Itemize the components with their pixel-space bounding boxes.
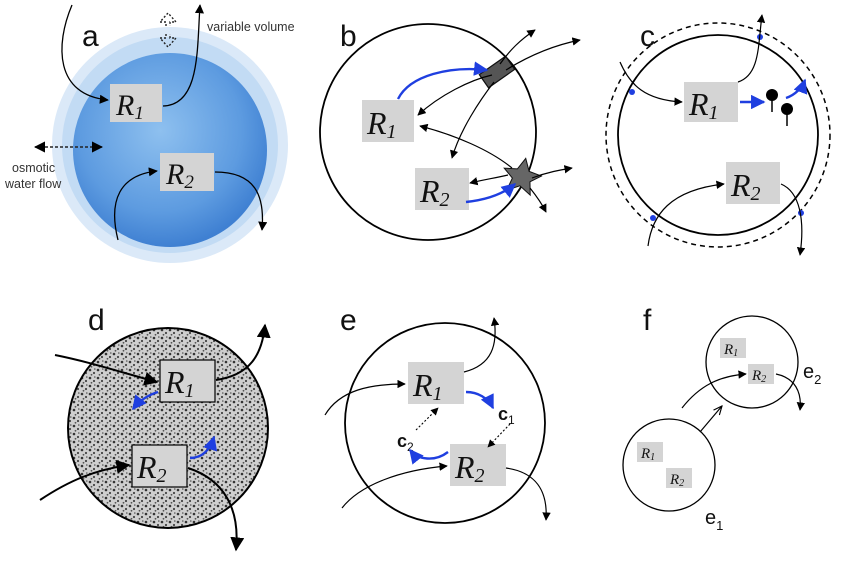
e1-r1-label: R1 — [640, 446, 655, 463]
r1-label: R1 — [164, 364, 195, 402]
osmotic-label-line2: water flow — [4, 177, 62, 191]
c2-label: c2 — [397, 431, 414, 454]
e1-label: e1 — [705, 507, 723, 533]
dotted-arrow-c1-r2 — [487, 423, 511, 448]
osmotic-label-line1: osmotic — [12, 161, 55, 175]
r1-label: R1 — [412, 367, 443, 405]
e2-r2-label: R2 — [751, 368, 766, 385]
input-arrow-e2-r2 — [681, 370, 747, 409]
input-arrow-r2 — [39, 459, 131, 501]
reaction-box-r2 — [131, 444, 188, 488]
cell-e1 — [622, 418, 716, 512]
inner-membrane — [617, 34, 819, 236]
output-arrow-r1 — [737, 14, 766, 83]
panel-d: d R1 R2 — [39, 304, 271, 552]
r2-label: R2 — [136, 449, 167, 487]
input-arrow-r2 — [341, 462, 448, 509]
arrow-transporter-out1 — [499, 29, 536, 65]
variable-volume-label: variable volume — [207, 20, 295, 34]
panel-f: f R1 R2 e2 R1 R2 e1 — [622, 304, 821, 533]
crowded-cell — [67, 327, 269, 529]
reaction-box-r1 — [408, 362, 464, 404]
arrow-channel-r1 — [419, 123, 513, 169]
evolution-arrow — [699, 406, 722, 433]
panel-a-label: a — [82, 20, 99, 53]
cell-membrane — [319, 23, 537, 241]
regulator-icon — [766, 89, 793, 126]
panel-b-label: b — [340, 20, 357, 53]
input-arrow-r1 — [54, 354, 159, 386]
blue-arrow-r1-transporter — [396, 61, 489, 100]
cell-membrane — [344, 322, 546, 524]
panel-f-label: f — [643, 304, 652, 337]
input-arrow-r1 — [324, 379, 406, 416]
output-arrow-r2 — [780, 183, 806, 256]
input-arrow-r2 — [647, 180, 725, 247]
variable-volume-icon — [158, 11, 178, 49]
r2-label: R2 — [730, 167, 761, 205]
reaction-box-r2 — [415, 168, 469, 210]
e2-r1-label: R1 — [723, 342, 738, 359]
output-arrow-r2 — [505, 467, 551, 521]
output-arrow-r2 — [187, 467, 245, 552]
panel-a: a variable volume osmotic water flow R1 … — [4, 4, 295, 263]
e2-reaction-box-r1 — [720, 338, 746, 358]
input-arrow-r1 — [61, 4, 109, 104]
reaction-box-r1 — [362, 100, 414, 142]
panel-e: e R1 R2 c1 c2 — [324, 304, 551, 524]
reaction-box-r2 — [160, 153, 214, 191]
panel-d-label: d — [88, 304, 105, 337]
output-arrow-r1 — [215, 323, 271, 381]
reaction-box-r1 — [159, 359, 216, 403]
blue-arrow-regulator-out — [785, 78, 808, 100]
r1-label: R1 — [115, 89, 144, 124]
input-arrow-r1 — [619, 61, 683, 106]
blue-arrow-r2-c2 — [409, 448, 449, 465]
e2-reaction-box-r2 — [748, 364, 774, 384]
outer-membrane — [605, 22, 831, 248]
reaction-box-r2 — [726, 162, 780, 204]
panel-b: b R1 R2 — [319, 20, 581, 241]
e1-r2-label: R2 — [669, 472, 684, 489]
reaction-box-r2 — [450, 444, 506, 486]
cell-e2 — [705, 315, 799, 409]
blue-arrow-r2-channel — [465, 183, 517, 204]
r2-label: R2 — [165, 158, 194, 193]
r1-label: R1 — [366, 105, 397, 143]
panel-c-label: c — [640, 20, 655, 53]
arrow-transporter-out2 — [505, 37, 581, 71]
dotted-arrow-c2-r1 — [415, 407, 439, 431]
output-arrow-r2 — [214, 171, 268, 231]
input-arrow-r2 — [114, 167, 158, 241]
e2-label: e2 — [803, 361, 821, 387]
blue-arrow-r2-out — [189, 435, 218, 460]
cell-body — [73, 53, 267, 247]
arrow-channel-out1 — [531, 165, 573, 179]
reaction-box-r1 — [110, 84, 162, 122]
arrow-transporter-inward — [450, 81, 495, 159]
r1-label: R1 — [688, 86, 719, 124]
panel-c: c R1 R2 — [605, 14, 831, 256]
reaction-box-r1 — [684, 82, 738, 122]
output-arrow-r1 — [463, 317, 500, 373]
transporter-icon — [478, 55, 516, 89]
r2-label: R2 — [419, 173, 450, 211]
panel-e-label: e — [340, 304, 357, 337]
arrow-channel-r2 — [469, 174, 509, 186]
blue-arrow-r1-c1 — [465, 390, 495, 410]
output-arrow-r1 — [162, 4, 204, 107]
c1-label: c1 — [498, 404, 515, 427]
output-arrow-e2-r2 — [775, 373, 806, 411]
e1-reaction-box-r2 — [666, 468, 692, 488]
r2-label: R2 — [454, 449, 485, 487]
e1-reaction-box-r1 — [637, 442, 663, 462]
arrow-transporter-r1 — [417, 74, 493, 116]
arrow-channel-out2 — [529, 187, 547, 213]
blue-arrow-r1-out — [132, 390, 159, 411]
